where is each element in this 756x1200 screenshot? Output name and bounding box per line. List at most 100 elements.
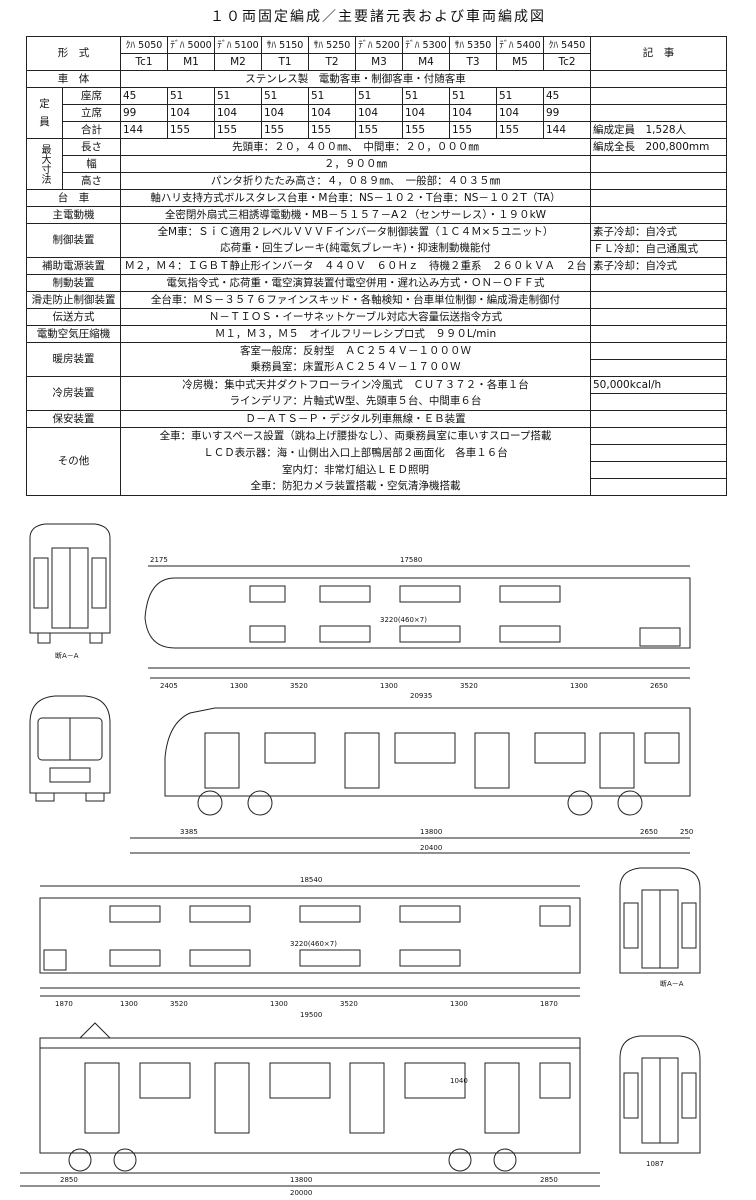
middle-end-section xyxy=(619,867,701,974)
dim-middle-seg: 1300 xyxy=(450,1000,468,1008)
remark-cell xyxy=(590,274,727,292)
dimensions-label-text: 最大寸法 xyxy=(39,144,50,184)
total-value: 155 xyxy=(449,121,497,139)
row-label: 伝送方式 xyxy=(26,308,121,326)
lead-front-view xyxy=(29,695,111,802)
row-label: 台 車 xyxy=(26,189,121,207)
total-value: 144 xyxy=(120,121,168,139)
dim-side: 2650 xyxy=(640,828,658,836)
seat-value: 51 xyxy=(167,87,215,105)
dim-end: 1087 xyxy=(646,1160,664,1168)
dim-side: 250 xyxy=(680,828,693,836)
row-value: ２，９００㎜ xyxy=(120,155,591,173)
row-heating-1: 暖房装置 客室一般席：反射型 ＡＣ２５４Ｖ－１０００Ｗ xyxy=(26,342,727,377)
row-value: 応荷重・回生ブレーキ(純電気ブレーキ)・抑速制動機能付 xyxy=(120,240,591,258)
row-label: 車 体 xyxy=(26,70,121,88)
standing-value: 104 xyxy=(449,104,497,122)
row-motor: 主電動機 全密閉外扇式三相誘導電動機・MB－５１５７－A２（センサーレス）・１９… xyxy=(26,206,727,224)
row-label: その他 xyxy=(26,427,121,496)
standing-value: 99 xyxy=(120,104,168,122)
row-brake: 制動装置 電気指令式・応荷重・電空演算装置付電空併用・遅れ込み方式・ＯＮ－ＯＦＦ… xyxy=(26,274,727,292)
remark-cell xyxy=(590,427,727,445)
car-type: T3 xyxy=(449,53,497,71)
remark-cell xyxy=(590,189,727,207)
row-cooling-1: 冷房装置 冷房機：集中式天井ダクトフローライン冷風式 ＣＵ７３７２・各車１台 5… xyxy=(26,376,727,411)
row-sublabel: 立席 xyxy=(62,104,121,122)
car-type: M2 xyxy=(214,53,262,71)
dim-lead-seg: 2650 xyxy=(650,682,668,690)
car-name: ｻﾊ 5150 xyxy=(261,36,309,54)
dim-lead-length: 20935 xyxy=(410,692,432,700)
row-label: 保安装置 xyxy=(26,410,121,428)
row-value: ステンレス製 電動客車・制御客車・付随客車 xyxy=(120,70,591,88)
dimensions-label: 最大寸法 xyxy=(26,138,63,190)
row-value: 室内灯：非常灯組込ＬＥＤ照明 xyxy=(120,461,591,479)
car-type: T1 xyxy=(261,53,309,71)
row-value: 全台車：ＭＳ－３５７６ファインスキッド・各軸検知・台車単位制御・編成滑走制御付 xyxy=(120,291,591,309)
car-name: ﾃﾞﾊ 5000 xyxy=(167,36,215,54)
car-type: Tc1 xyxy=(120,53,168,71)
dim-middle-body: 19500 xyxy=(300,1011,322,1019)
dim-middle-seg: 1870 xyxy=(540,1000,558,1008)
total-value: 155 xyxy=(402,121,450,139)
dim-side: 3385 xyxy=(180,828,198,836)
dim-lead-body: 20400 xyxy=(420,844,442,852)
dim-middle-truck: 13800 xyxy=(290,1176,312,1184)
dim-lead-truck: 13800 xyxy=(420,828,442,836)
row-sublabel: 座席 xyxy=(62,87,121,105)
row-label: 滑走防止制御装置 xyxy=(26,291,121,309)
row-value: Ｍ１，Ｍ３，Ｍ５ オイルフリーレシプロ式 ９９０L/min xyxy=(120,325,591,343)
seat-value: 51 xyxy=(214,87,262,105)
dim-middle-seg: 1870 xyxy=(55,1000,73,1008)
total-value: 155 xyxy=(308,121,356,139)
seat-value: 51 xyxy=(496,87,544,105)
remark-cell xyxy=(590,359,727,377)
row-control-1: 制御装置 全M車：ＳｉＣ適用２レベルＶＶＶＦインバータ制御装置（１Ｃ４Ｍ×５ユニ… xyxy=(26,223,727,258)
total-value: 155 xyxy=(167,121,215,139)
car-type: M4 xyxy=(402,53,450,71)
row-other-1: その他 全車：車いすスペース設置（跳ね上げ腰掛なし）、両乗務員室に車いすスロープ… xyxy=(26,427,727,496)
standing-value: 104 xyxy=(496,104,544,122)
row-capacity-standing: 立席 99 104 104 104 104 104 104 104 104 99 xyxy=(27,104,727,122)
row-value: パンタ折りたたみ高さ：４，０８９㎜、 一般部：４０３５㎜ xyxy=(120,172,591,190)
dim-middle-seg: 1300 xyxy=(270,1000,288,1008)
car-name: ｻﾊ 5250 xyxy=(308,36,356,54)
row-other-4: 全車：防犯カメラ装置搭載・空気清浄機搭載 xyxy=(27,478,727,496)
row-sublabel: 合計 xyxy=(62,121,121,139)
row-sublabel: 長さ xyxy=(62,138,121,156)
car-type: Tc2 xyxy=(543,53,591,71)
row-label: 電動空気圧縮機 xyxy=(26,325,121,343)
row-label: 暖房装置 xyxy=(26,342,121,377)
row-value: ラインデリア：片軸式W型、先頭車５台、中間車６台 xyxy=(120,393,591,411)
row-label: 主電動機 xyxy=(26,206,121,224)
total-value: 155 xyxy=(496,121,544,139)
row-transmission: 伝送方式 Ｎ－ＴＩＯＳ・イーサネットケーブル対応大容量伝送指令方式 xyxy=(26,308,727,326)
lead-car-plan xyxy=(144,565,691,679)
row-body: 車 体 ステンレス製 電動客車・制御客車・付随客車 xyxy=(26,70,727,88)
header-row-types: Tc1 M1 M2 T1 T2 M3 M4 T3 M5 Tc2 xyxy=(27,53,727,71)
row-value: 全車：防犯カメラ装置搭載・空気清浄機搭載 xyxy=(120,478,591,496)
standing-value: 104 xyxy=(355,104,403,122)
car-name: ﾃﾞﾊ 5300 xyxy=(402,36,450,54)
standing-value: 99 xyxy=(543,104,591,122)
row-sublabel: 幅 xyxy=(62,155,121,173)
row-safety: 保安装置 Ｄ－ＡＴＳ－Ｐ・デジタル列車無線・ＥＢ装置 xyxy=(26,410,727,428)
dim-middle-length: 20000 xyxy=(290,1189,312,1197)
lead-end-section xyxy=(29,523,111,644)
row-other-3: 室内灯：非常灯組込ＬＥＤ照明 xyxy=(27,461,727,479)
row-value: 軸ハリ支持方式ボルスタレス台車・M台車：NS－１０２・T台車：NS－１０２T（T… xyxy=(120,189,591,207)
row-value: 乗務員室：床置形ＡＣ２５４Ｖ－１７００Ｗ xyxy=(120,359,591,377)
car-type: M3 xyxy=(355,53,403,71)
row-value: Ｍ２，Ｍ４：ＩＧＢＴ静止形インバータ ４４０Ｖ ６０Ｈｚ 待機２重系 ２６０ｋＶ… xyxy=(120,257,591,275)
row-label: 冷房装置 xyxy=(26,376,121,411)
remark-cell xyxy=(590,206,727,224)
seat-value: 51 xyxy=(402,87,450,105)
dim-lead-offset: 2175 xyxy=(150,556,168,564)
dim-middle-seg: 1300 xyxy=(120,1000,138,1008)
dim-middle-seg: 3520 xyxy=(170,1000,188,1008)
row-value: 冷房機：集中式天井ダクトフローライン冷風式 ＣＵ７３７２・各車１台 xyxy=(120,376,591,394)
car-type: M5 xyxy=(496,53,544,71)
car-name: ﾃﾞﾊ 5400 xyxy=(496,36,544,54)
remark-cell: 素子冷却：自冷式 xyxy=(590,257,727,275)
remark-cell xyxy=(590,172,727,190)
